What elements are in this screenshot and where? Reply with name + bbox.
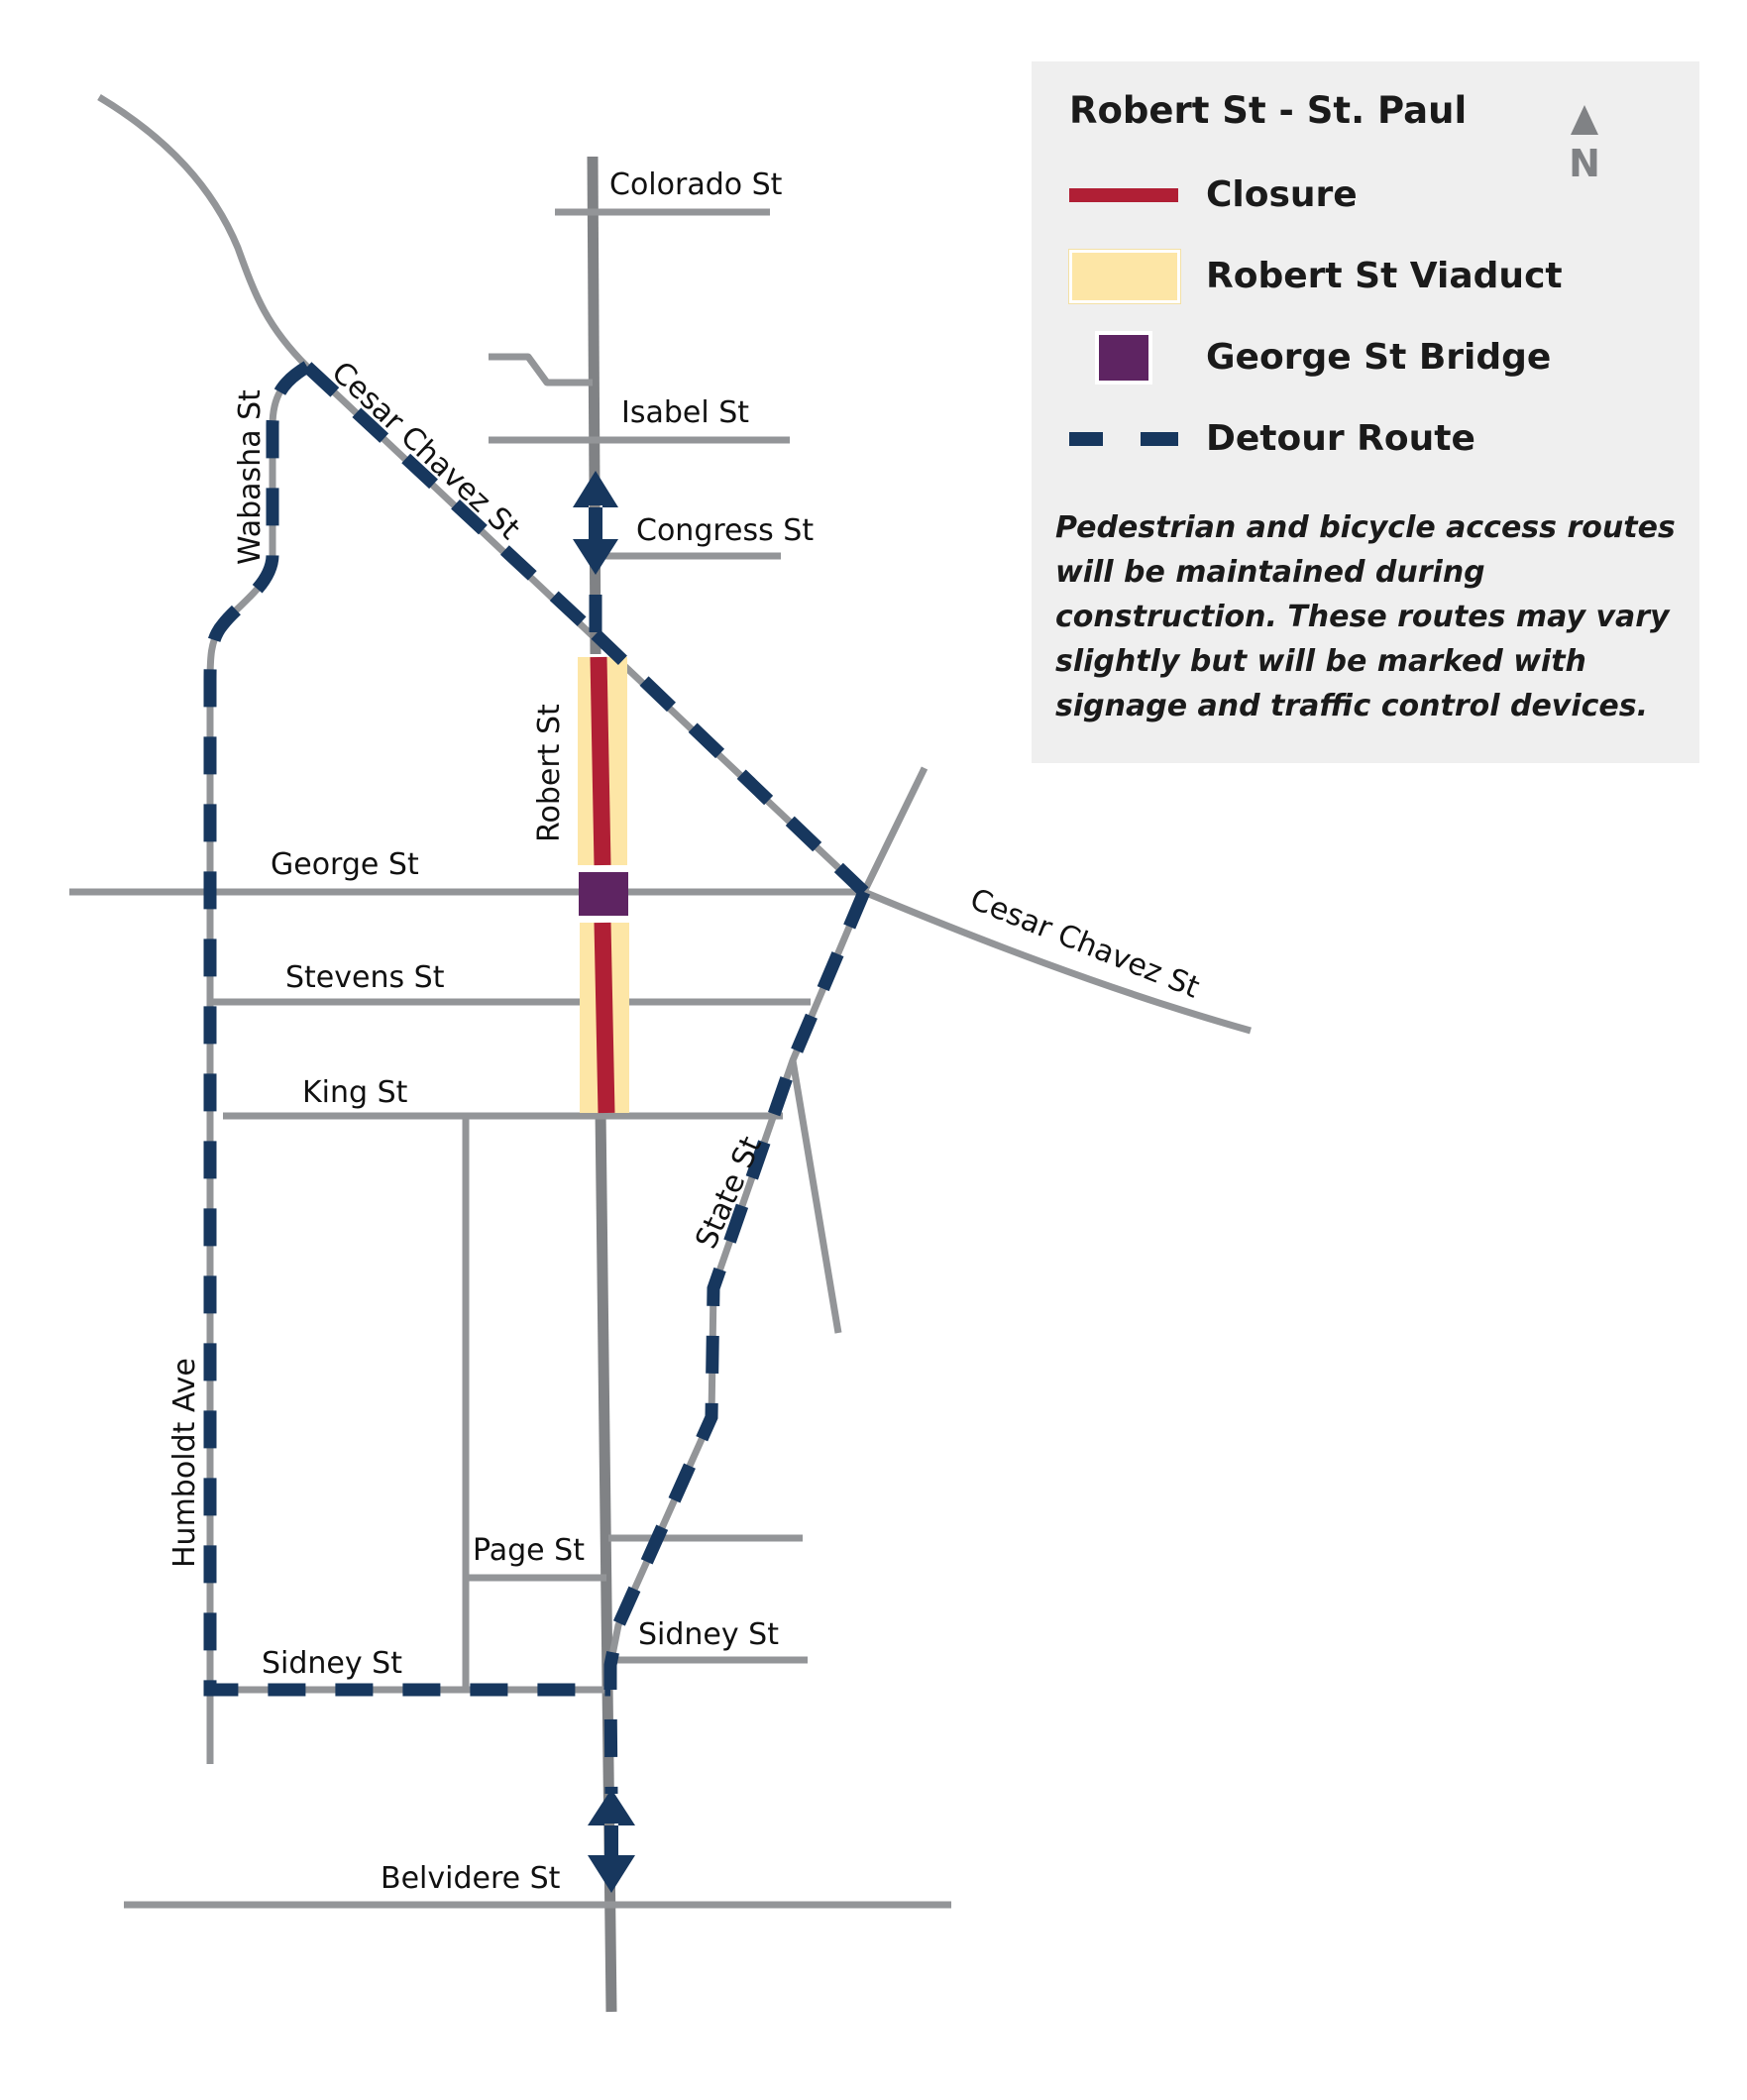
legend-item-viaduct: Robert St Viaduct xyxy=(1069,246,1563,305)
label-sidney-st-east: Sidney St xyxy=(638,1617,779,1652)
label-cesar-chavez-nw: Cesar Chavez St xyxy=(325,355,527,546)
george-st-bridge xyxy=(579,872,628,916)
road-robert-north xyxy=(587,156,601,655)
road-state-spur xyxy=(789,1059,842,1334)
legend-label-viaduct: Robert St Viaduct xyxy=(1206,255,1563,296)
label-king-st: King St xyxy=(302,1075,408,1110)
label-congress-st: Congress St xyxy=(636,513,814,548)
legend-label-bridge: George St Bridge xyxy=(1206,336,1552,378)
viaduct-band-icon xyxy=(1069,250,1180,303)
robert-st-viaduct xyxy=(578,656,629,1114)
detour-wabasha-humboldt xyxy=(203,361,610,1697)
label-sidney-st-west: Sidney St xyxy=(262,1646,402,1681)
label-humboldt-ave: Humboldt Ave xyxy=(167,1358,202,1568)
road-cesar-chavez-diagonal xyxy=(304,364,867,895)
label-wabasha-st: Wabasha St xyxy=(233,389,268,565)
legend-label-detour: Detour Route xyxy=(1206,417,1475,459)
legend-item-bridge: George St Bridge xyxy=(1069,327,1551,387)
label-page-st: Page St xyxy=(473,1533,585,1568)
legend-label-closure: Closure xyxy=(1206,173,1358,215)
bridge-square-icon xyxy=(1095,331,1152,385)
road-isabel-jog xyxy=(489,353,593,387)
detour-state xyxy=(603,889,870,1795)
double-arrow-north xyxy=(573,471,618,575)
legend-item-closure: Closure xyxy=(1069,165,1358,224)
label-robert-st: Robert St xyxy=(532,704,567,842)
svg-text:N: N xyxy=(1569,142,1600,184)
legend-panel: Robert St - St. Paul N Closure Robert St… xyxy=(1032,61,1699,763)
north-arrow-icon: N xyxy=(1569,105,1600,184)
double-arrow-south xyxy=(588,1789,635,1893)
label-george-st: George St xyxy=(271,847,419,882)
label-colorado-st: Colorado St xyxy=(609,167,783,202)
legend-item-detour: Detour Route xyxy=(1069,408,1475,468)
label-stevens-st: Stevens St xyxy=(285,960,445,995)
road-cesar-chavez-nw-curve xyxy=(97,93,310,370)
legend-note: Pedestrian and bicycle access routes wil… xyxy=(1055,510,1676,723)
road-wabasha xyxy=(206,363,309,1764)
road-cesar-chavez-se xyxy=(862,888,1252,1035)
legend-title: Robert St - St. Paul xyxy=(1069,89,1468,132)
label-isabel-st: Isabel St xyxy=(621,395,749,430)
closure-south-segment xyxy=(594,922,615,1114)
closure-line-icon xyxy=(1069,188,1178,202)
label-belvidere-st: Belvidere St xyxy=(381,1861,561,1896)
detour-dash-icon xyxy=(1069,432,1103,446)
closure-north-segment xyxy=(590,656,611,866)
detour-route xyxy=(203,361,870,1893)
